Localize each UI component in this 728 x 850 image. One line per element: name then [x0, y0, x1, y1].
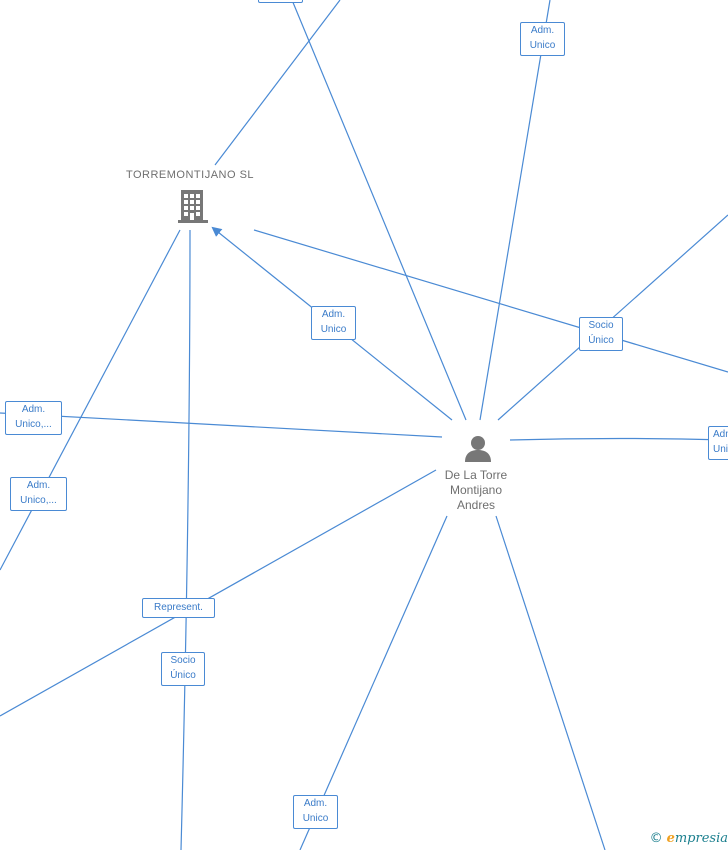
- relation-label[interactable]: Adm. Unico,...: [10, 477, 67, 511]
- edge: [180, 229, 191, 850]
- company-name[interactable]: TORREMONTIJANO SL: [125, 169, 255, 181]
- empresia-watermark: ©empresia: [650, 831, 728, 846]
- edge: [0, 469, 437, 717]
- relation-label[interactable]: Adm. Unico: [293, 795, 338, 829]
- person-icon[interactable]: [463, 433, 493, 468]
- brand-name: mpresia: [674, 831, 728, 846]
- edge: [0, 229, 181, 571]
- copyright-icon: ©: [649, 831, 663, 846]
- brand-initial: e: [666, 831, 675, 846]
- person-name[interactable]: De La Torre Montijano Andres: [444, 468, 508, 512]
- edge: [0, 412, 443, 438]
- relation-label[interactable]: Adm. Unico,...: [5, 401, 62, 435]
- relation-label[interactable]: Socio Único: [579, 317, 623, 351]
- edge: [299, 515, 448, 850]
- edge: [214, 0, 341, 166]
- relation-label[interactable]: Represent.: [142, 598, 215, 618]
- relation-label[interactable]: Adm. Uni: [708, 426, 728, 460]
- edge: [479, 0, 551, 421]
- edge: [291, 0, 467, 421]
- relation-label[interactable]: Adm. Unico: [311, 306, 356, 340]
- building-icon[interactable]: [176, 188, 210, 229]
- relation-label-top-partial[interactable]: [258, 0, 303, 3]
- edge: [495, 515, 606, 850]
- edge: [509, 437, 728, 441]
- relation-label[interactable]: Socio Único: [161, 652, 205, 686]
- relation-label[interactable]: Adm. Unico: [520, 22, 565, 56]
- edge: [253, 229, 728, 373]
